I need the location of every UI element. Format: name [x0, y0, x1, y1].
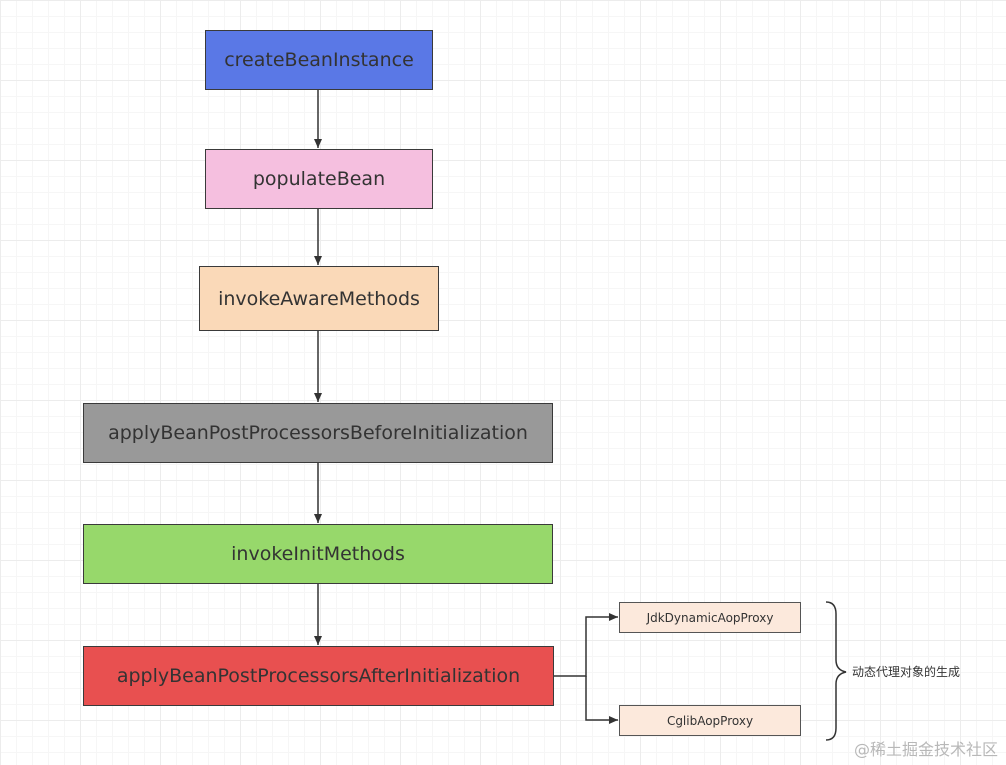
arrow-after-to-cglib-proxy [585, 676, 618, 724]
node-apply-after-initialization[interactable]: applyBeanPostProcessorsAfterInitializati… [83, 646, 554, 706]
node-invoke-aware-methods[interactable]: invokeAwareMethods [199, 266, 439, 331]
arrow-after-to-jdk-proxy [554, 613, 618, 677]
node-cglib-aop-proxy[interactable]: CglibAopProxy [619, 705, 801, 736]
node-apply-before-initialization[interactable]: applyBeanPostProcessorsBeforeInitializat… [83, 403, 553, 463]
brace-note-label: 动态代理对象的生成 [852, 665, 961, 679]
node-invoke-init-methods[interactable]: invokeInitMethods [83, 524, 553, 584]
right-curly-brace [825, 601, 847, 741]
node-populate-bean[interactable]: populateBean [205, 149, 433, 209]
node-create-bean-instance[interactable]: createBeanInstance [205, 30, 433, 90]
watermark-text: @稀土掘金技术社区 [853, 740, 998, 759]
node-jdk-dynamic-aop-proxy[interactable]: JdkDynamicAopProxy [619, 602, 801, 633]
